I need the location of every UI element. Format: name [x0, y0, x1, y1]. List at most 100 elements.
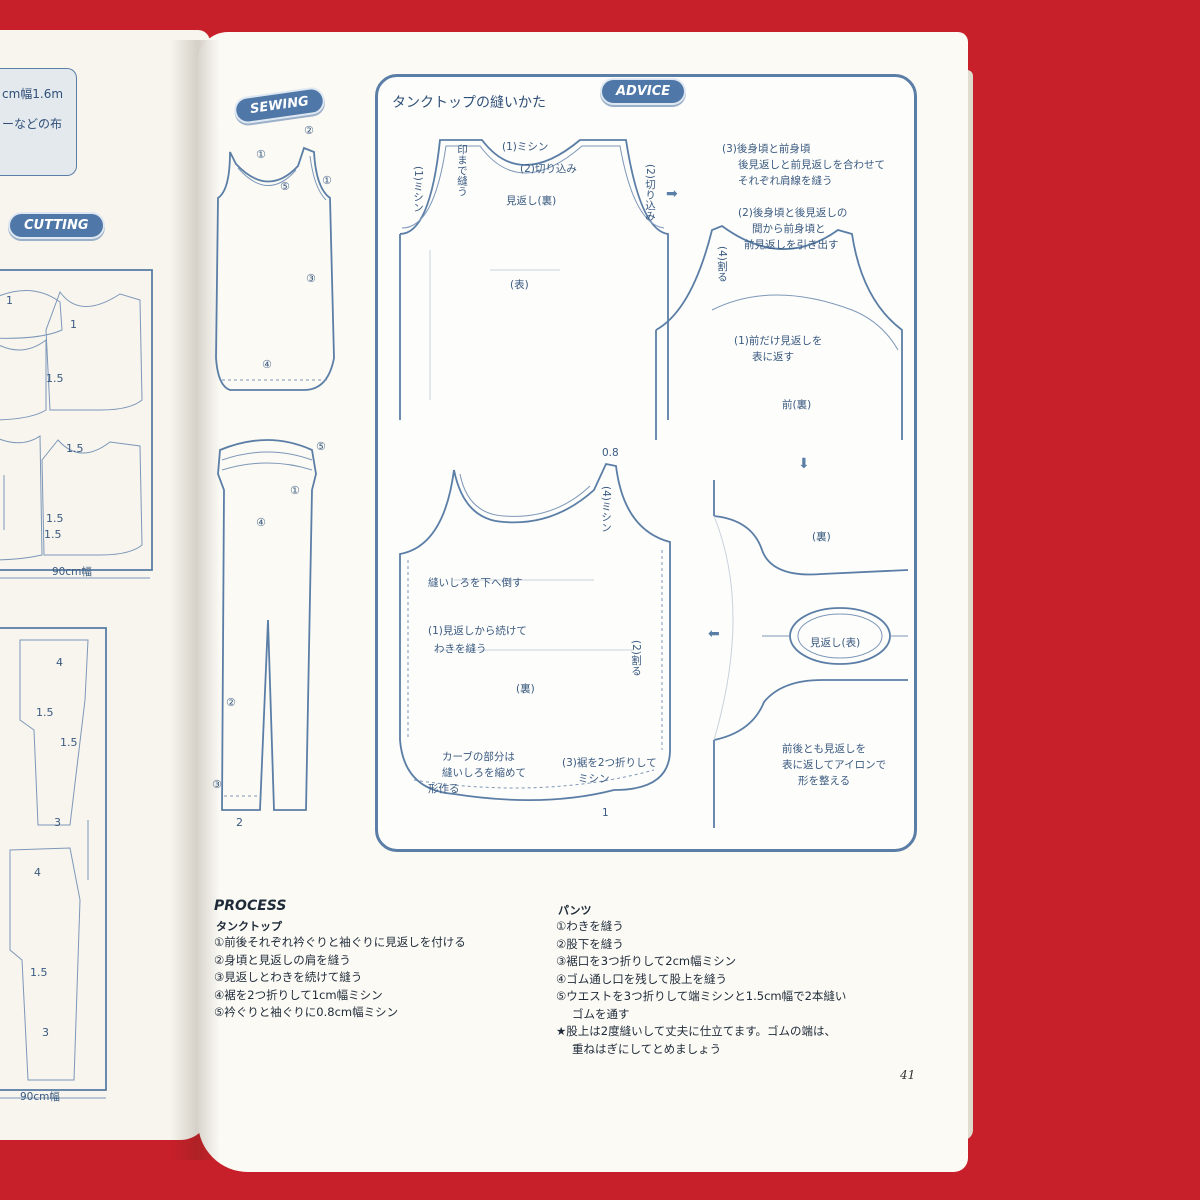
adv-c13: 1: [602, 807, 609, 819]
tank-marker-4: ④: [262, 358, 272, 371]
adv-c9: 縫いしろを縮めて: [442, 767, 526, 779]
measure-2: 1: [70, 318, 77, 331]
cutting-label: CUTTING: [8, 212, 105, 239]
advice-frame: [375, 74, 917, 852]
measure-7: 4: [56, 656, 63, 669]
pants-steps-list: ①わきを縫う ②股下を縫う ③裾口を3つ折りして2cm幅ミシン ④ゴム通し口を残…: [556, 918, 846, 1058]
step4-facing-ring-inner: [797, 613, 883, 659]
adv-c12: ミシン: [578, 773, 610, 785]
piece-front-upper: [45, 290, 143, 411]
tank-process-title: タンクトップ: [216, 920, 282, 933]
adv-c5: わきを縫う: [434, 643, 487, 655]
adv-c10: 形作る: [428, 783, 460, 795]
step3-neck-stitch: [459, 473, 591, 517]
adv-c3: 縫いしろを下へ倒す: [428, 577, 523, 589]
adv-c11: (3)裾を2つ折りして: [562, 757, 657, 769]
fabric-layout-bottom: [0, 627, 107, 1091]
pants-marker-2: ②: [226, 696, 236, 709]
step2-outline: [655, 224, 903, 440]
pants-step-5: ⑤ウエストを3つ折りして端ミシンと1.5cm幅で2本縫い: [556, 989, 847, 1003]
pants-sewing-diagram: [217, 439, 317, 811]
tank-marker-1: ①: [256, 148, 266, 161]
adv-c8: カーブの部分は: [442, 751, 515, 763]
measure-1: 1: [6, 294, 13, 307]
measure-8: 1.5: [36, 706, 54, 719]
adv-a6: 見返し(裏): [506, 195, 557, 207]
tank-neck-stitch: [237, 167, 297, 186]
tank-sewing-diagram: [215, 146, 335, 391]
pants-marker-4: ④: [256, 516, 266, 529]
fabric-layout-top: [0, 269, 153, 571]
pants-step-4: ④ゴム通し口を残して股上を縫う: [556, 971, 727, 986]
width-label-bottom: 90cm幅: [20, 1091, 60, 1103]
adv-b4: (2)後身頃と後見返しの: [738, 207, 848, 219]
tank-step-3: ③見返しとわきを続けて縫う: [214, 970, 363, 984]
adv-b3: それぞれ肩線を縫う: [738, 175, 833, 187]
cutting-layout-diagram: [0, 269, 153, 1099]
measure-3: 1.5: [46, 372, 64, 385]
adv-b8: (1)前だけ見返しを: [734, 335, 823, 347]
adv-b10: 前(裏): [782, 399, 812, 411]
pants-step-5-cont: ゴムを通す: [572, 1006, 630, 1021]
piece-facing: [0, 290, 63, 339]
adv-b1: (3)後身頃と前身頃: [722, 143, 811, 155]
tank-steps-list: ①前後それぞれ衿ぐりと袖ぐりに見返しを付ける ②身頃と見返しの肩を縫う ③見返し…: [214, 934, 466, 1022]
adv-b6: 前見返しを引き出す: [744, 239, 839, 251]
tank-marker-5: ⑤: [280, 180, 290, 193]
tank-step-5: ⑤衿ぐりと袖ぐりに0.8cm幅ミシン: [214, 1005, 399, 1019]
adv-b7: (4)割る: [716, 246, 728, 282]
piece-back-lower: [0, 435, 43, 561]
adv-a5: (2)切り込み: [644, 164, 656, 221]
advice-step-2-diagram: [655, 224, 903, 440]
advice-step-1-diagram: [399, 139, 669, 420]
adv-c6: (2)割る: [630, 640, 642, 676]
pants-step-3: ③裾口を3つ折りして2cm幅ミシン: [556, 954, 737, 968]
tank-marker-2: ②: [304, 124, 314, 137]
tank-step-2: ②身頃と見返しの肩を縫う: [214, 952, 351, 967]
measure-4: 1.5: [66, 442, 84, 455]
adv-c7: (裏): [516, 683, 535, 695]
step4-lower-curve: [713, 679, 908, 741]
pants-marker-5: ⑤: [316, 440, 326, 453]
adv-a1: (1)ミシン: [502, 141, 549, 153]
step4-side: [713, 515, 734, 741]
adv-b9: 表に返す: [752, 351, 794, 363]
tank-marker-1b: ①: [322, 174, 332, 187]
advice-label: ADVICE: [600, 78, 687, 105]
adv-c4: (1)見返しから続けて: [428, 625, 527, 637]
pants-step-1: ①わきを縫う: [556, 919, 624, 933]
pants-process-title: パンツ: [558, 904, 592, 917]
step2-facing: [711, 294, 899, 351]
pants-outline: [217, 439, 317, 811]
adv-d3: 前後とも見返しを: [782, 743, 866, 755]
tank-armhole-stitch: [309, 155, 327, 201]
adv-b5: 間から前身頃と: [752, 223, 826, 235]
measure-9: 1.5: [60, 736, 78, 749]
pants-step-2: ②股下を縫う: [556, 936, 624, 951]
tank-marker-3: ③: [306, 272, 316, 285]
tank-step-4: ④裾を2つ折りして1cm幅ミシン: [214, 987, 383, 1002]
step3-outline: [399, 462, 671, 802]
piece-back-upper: [0, 338, 47, 421]
step1-facing-line: [401, 145, 665, 229]
pants-marker-1: ①: [290, 484, 300, 497]
pants-note-1: ★股上は2度縫いして丈夫に仕立てます。ゴムの端は、: [556, 1024, 837, 1038]
materials-line-1: cm幅1.6m: [2, 87, 64, 101]
adv-c2: (4)ミシン: [600, 486, 612, 533]
step3-hem-stitch: [413, 769, 655, 789]
pants-piece-1: [19, 639, 89, 826]
pants-piece-2: [9, 847, 81, 1081]
adv-b2: 後見返しと前見返しを合わせて: [738, 159, 885, 171]
arrow-left-icon: ⬅: [708, 626, 720, 642]
adv-c1: 0.8: [602, 447, 619, 459]
page-number: 41: [900, 1068, 916, 1082]
step1-ghost: [429, 250, 560, 400]
adv-d5: 形を整える: [798, 775, 851, 787]
measure-11: 4: [34, 866, 41, 879]
adv-a4: (1)ミシン: [412, 166, 424, 213]
pants-note-2: 重ねはぎにしてとめましょう: [572, 1041, 722, 1056]
measure-6: 1.5: [44, 528, 62, 541]
step1-outline: [399, 139, 669, 420]
adv-d4: 表に返してアイロンで: [782, 759, 887, 771]
book-gutter: [170, 40, 220, 1160]
